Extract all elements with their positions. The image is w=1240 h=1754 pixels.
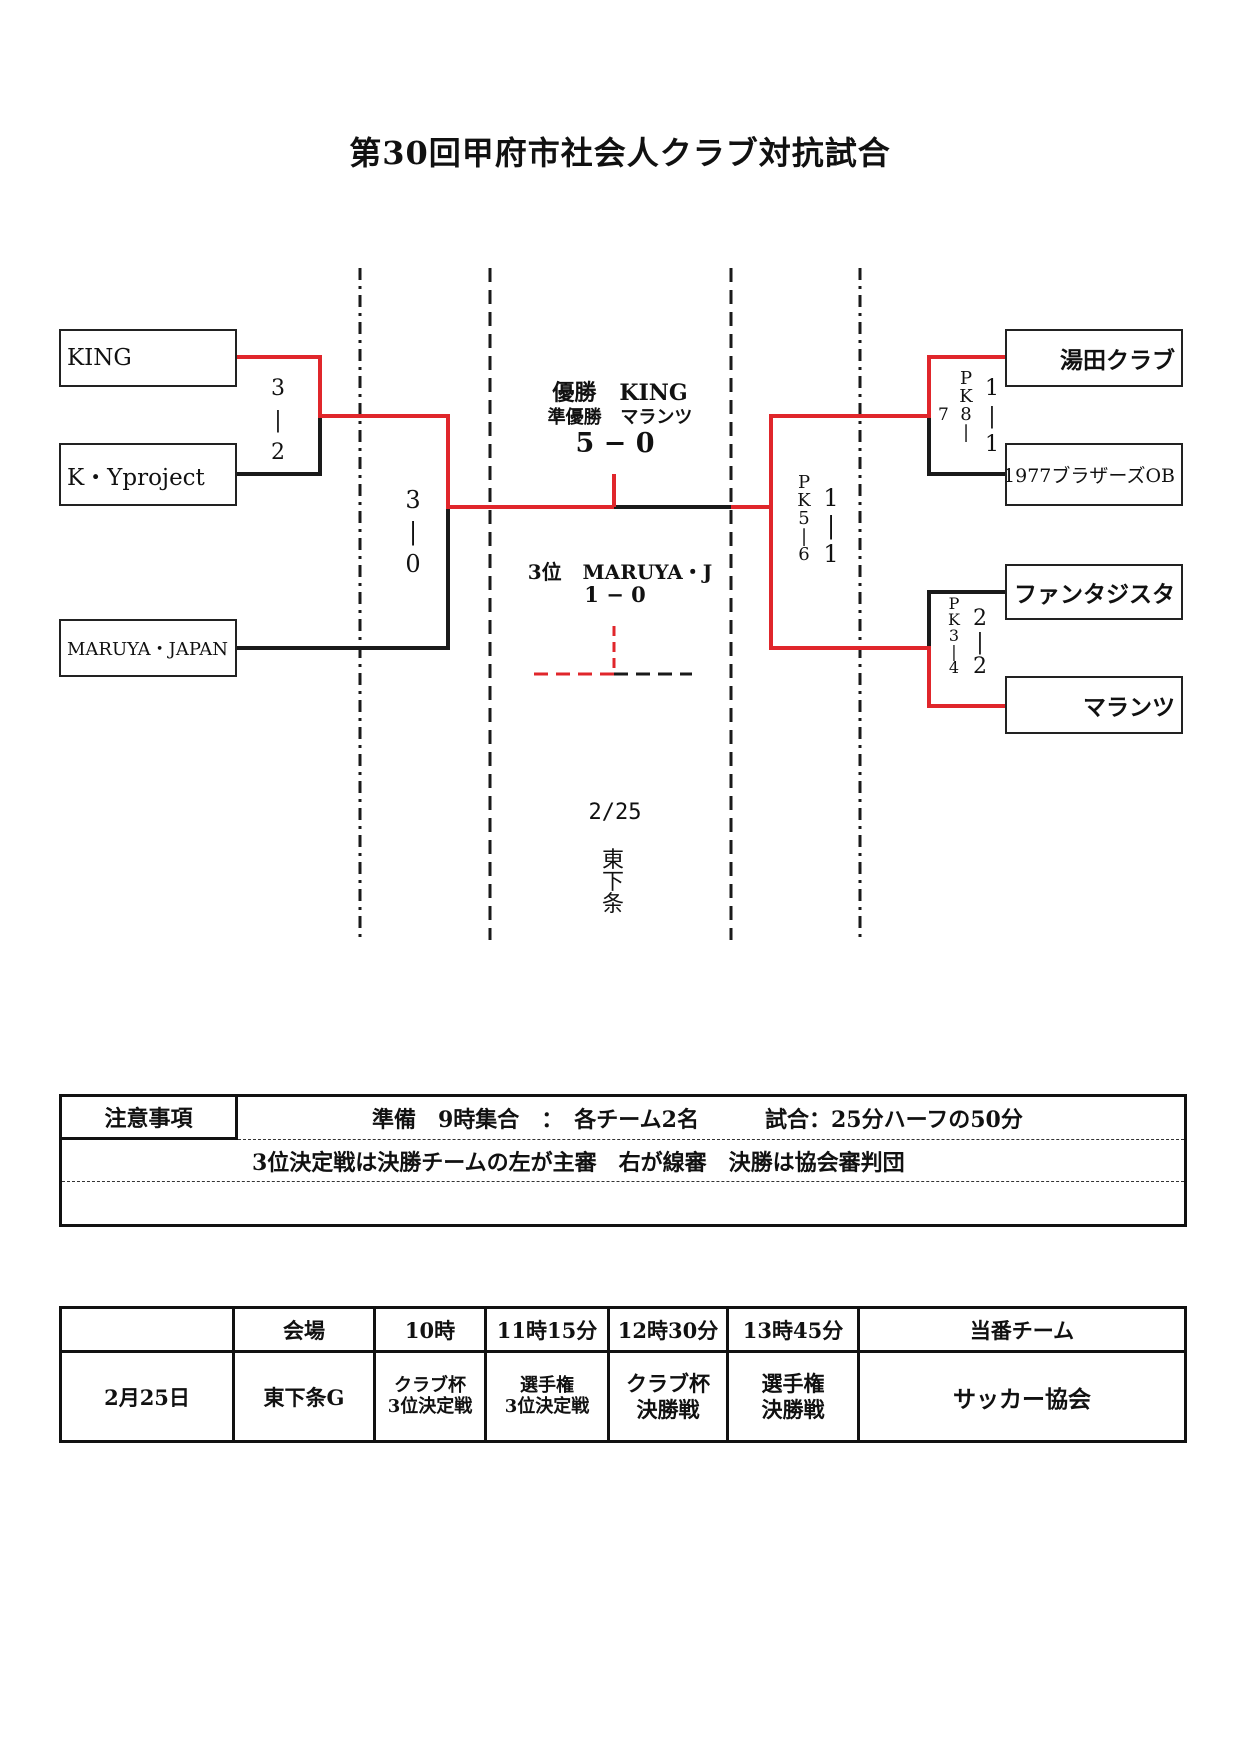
schedule-header-slot3: 12時30分 — [607, 1306, 729, 1353]
final-score: 5 − 0 — [575, 428, 655, 459]
bracket-line-ky — [237, 416, 322, 476]
schedule-slot3: クラブ杯決勝戦 — [607, 1350, 729, 1443]
bracket-line-fanta — [927, 590, 1005, 648]
venue-vertical: 東 下 条 — [601, 848, 624, 917]
third-place-score: 1 − 0 — [584, 582, 646, 607]
team-fantasista: ファンタジスタ — [1005, 564, 1183, 620]
schedule-header-slot2: 11時15分 — [484, 1306, 610, 1353]
page-title: 第30回甲府市社会人クラブ対抗試合 — [349, 134, 891, 172]
team-marantz: マランツ — [1005, 676, 1183, 734]
team-1977-brothers-ob: 1977ブラザーズOB — [1005, 443, 1183, 506]
schedule-venue: 東下条G — [232, 1350, 376, 1443]
schedule-header-blank — [59, 1306, 235, 1353]
winner-path-marantz — [769, 355, 1005, 708]
schedule-header-row: 会場 10時 11時15分 12時30分 13時45分 当番チーム — [59, 1306, 1187, 1353]
notes-line-1: 準備 9時集合 ： 各チーム2名 試合：25分ハーフの50分 — [238, 1097, 1184, 1140]
pk-yuda-1977: P K 8 | — [959, 368, 973, 443]
winner-line: 優勝 KING — [552, 380, 688, 406]
schedule-date: 2月25日 — [59, 1350, 235, 1443]
notes-box: 注意事項 準備 9時集合 ： 各チーム2名 試合：25分ハーフの50分 3位決定… — [59, 1094, 1187, 1227]
third-place-line: 3位 MARUYA・J — [527, 560, 713, 584]
bracket-line-1977 — [927, 416, 1005, 476]
score-semi-right: 1 | 1 — [823, 484, 839, 568]
runnerup-line: 準優勝 マランツ — [547, 407, 693, 428]
score-fanta-marantz: 2 | 2 — [973, 606, 987, 679]
team-king: KING — [59, 329, 237, 387]
schedule-slot4: 選手権決勝戦 — [726, 1350, 860, 1443]
schedule-header-duty: 当番チーム — [857, 1306, 1187, 1353]
notes-line-2: 3位決定戦は決勝チームの左が主審 右が線審 決勝は協会審判団 — [62, 1140, 1184, 1182]
notes-line-3 — [62, 1182, 1184, 1224]
bracket-line-maruya — [237, 507, 450, 650]
schedule-header-venue: 会場 — [232, 1306, 376, 1353]
team-ky-project: K・Yproject — [59, 443, 237, 506]
schedule-header-slot1: 10時 — [373, 1306, 487, 1353]
team-maruya-japan: MARUYA・JAPAN — [59, 619, 237, 677]
notes-header: 注意事項 — [62, 1097, 238, 1140]
pk-fanta-marantz: P K 3 | 4 — [948, 594, 960, 677]
schedule-table: 会場 10時 11時15分 12時30分 13時45分 当番チーム 2月25日 … — [59, 1306, 1187, 1443]
team-yuda-club: 湯田クラブ — [1005, 329, 1183, 387]
bracket-lines — [237, 268, 1005, 940]
schedule-duty: サッカー協会 — [857, 1350, 1187, 1443]
winner-path-king — [237, 355, 614, 509]
score-yuda-1977: 1 | 1 — [985, 376, 999, 457]
match-date: 2/25 — [588, 800, 642, 825]
pk-semi-right: P K 5 | 6 — [797, 472, 811, 565]
score-semi-left: 3 | 0 — [405, 486, 421, 578]
pk-yuda-side: 7 — [938, 405, 949, 425]
schedule-header-slot4: 13時45分 — [726, 1306, 860, 1353]
score-king-ky: 3 | 2 — [271, 376, 285, 465]
